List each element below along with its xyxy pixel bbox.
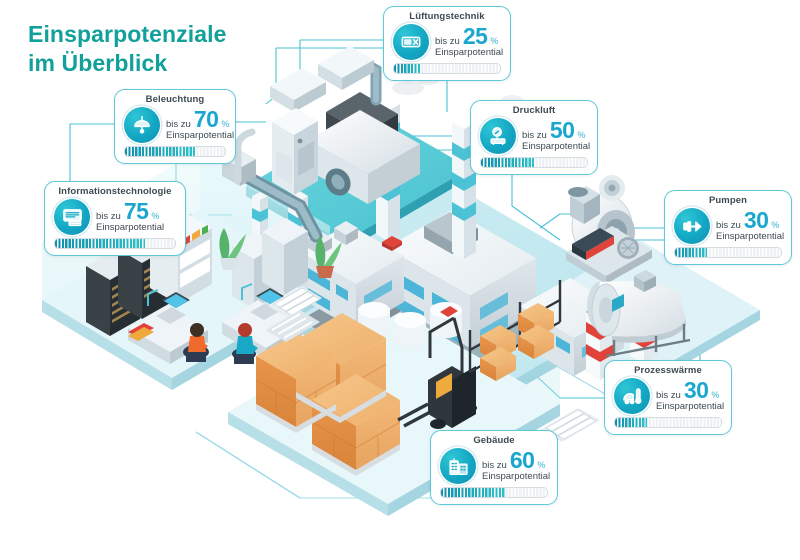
callout-prefix: bis zu [482, 460, 507, 472]
callout-value: 25 [462, 23, 488, 50]
callout-subtitle: Einsparpotential [96, 221, 165, 233]
building-icon [440, 448, 476, 485]
callout-progress-bar [480, 157, 588, 169]
callout-value: 50 [549, 117, 575, 144]
page-title: Einsparpotenziale im Überblick [28, 21, 227, 77]
warehouse-content [255, 280, 600, 476]
callout-prefix: bis zu [716, 220, 741, 232]
progress-ticks [125, 147, 225, 157]
callout-title: Druckluft [512, 105, 556, 116]
callout-value: 30 [743, 207, 769, 234]
callout-title: Gebäude [473, 435, 515, 446]
callout-percent-sign: % [490, 36, 499, 47]
callout-percent-sign: % [771, 220, 780, 231]
callout-percent-sign: % [577, 130, 586, 141]
callout-title: Prozesswärme [634, 365, 702, 376]
compressor-icon [480, 118, 516, 155]
callout-value: 70 [193, 106, 219, 133]
pump-icon [674, 208, 710, 245]
progress-ticks [441, 488, 547, 498]
callout-subtitle: Einsparpotential [435, 46, 504, 58]
callout-prefix: bis zu [166, 119, 191, 131]
car-icon [382, 236, 402, 251]
callout-prefix: bis zu [656, 390, 681, 402]
heat-icon [614, 378, 650, 415]
callout-percent-sign: % [221, 119, 230, 130]
callout-subtitle: Einsparpotential [656, 400, 725, 412]
progress-ticks [615, 418, 721, 428]
callout-subtitle: Einsparpotential [482, 470, 551, 482]
callout-prefix: bis zu [96, 211, 121, 223]
lamp-icon [124, 107, 160, 144]
callout-title: Beleuchtung [145, 94, 205, 105]
callout-title: Lüftungstechnik [409, 11, 485, 22]
callout-value: 30 [683, 377, 709, 404]
progress-ticks [675, 248, 781, 258]
callout-progress-bar [54, 238, 176, 250]
callout-progress-bar [614, 417, 722, 429]
computer-icon [54, 199, 90, 236]
callout-prefix: bis zu [435, 36, 460, 48]
callout-percent-sign: % [711, 390, 720, 401]
callout-value: 60 [509, 447, 535, 474]
progress-ticks [55, 239, 175, 249]
ventilation-icon [393, 24, 429, 61]
callout-subtitle: Einsparpotential [716, 230, 785, 242]
callout-prefix: bis zu [522, 130, 547, 142]
callout-percent-sign: % [537, 460, 546, 471]
callout-progress-bar [393, 63, 501, 75]
callout-progress-bar [124, 146, 226, 158]
callout-title: Informationstechnologie [58, 186, 172, 197]
callout-progress-bar [440, 487, 548, 499]
callout-subtitle: Einsparpotential [522, 140, 591, 152]
progress-ticks [394, 64, 500, 74]
callout-percent-sign: % [151, 211, 160, 222]
callout-subtitle: Einsparpotential [166, 129, 235, 141]
hvac-machinery [222, 46, 420, 243]
callout-progress-bar [674, 247, 782, 259]
callout-title: Pumpen [708, 195, 748, 206]
callout-value: 75 [123, 198, 149, 225]
pump-and-tank [566, 175, 691, 358]
progress-ticks [481, 158, 587, 168]
